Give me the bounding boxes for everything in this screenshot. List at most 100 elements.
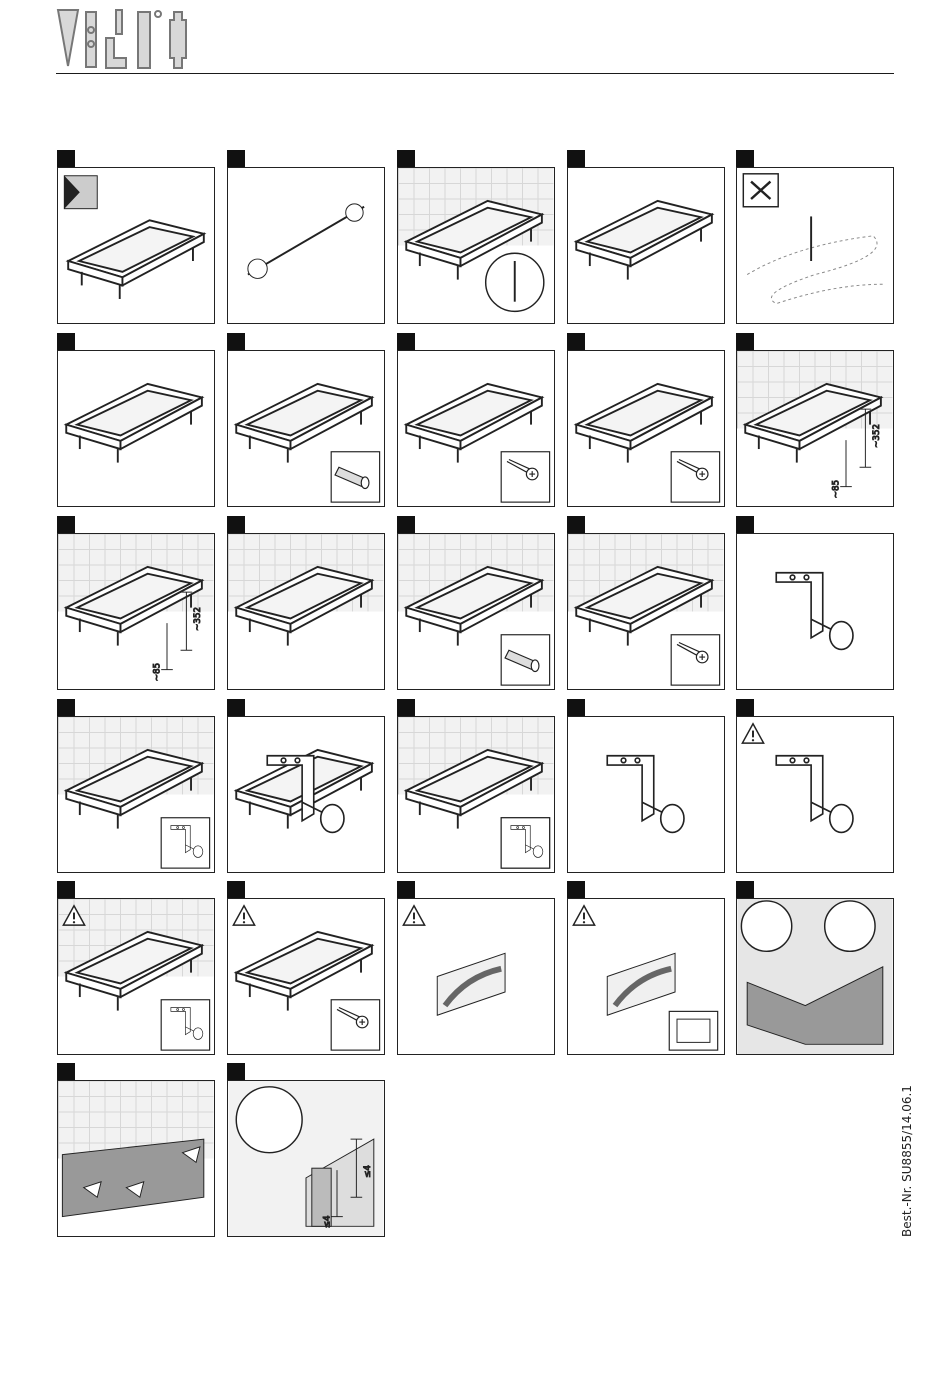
instruction-step <box>57 150 215 308</box>
instruction-step <box>736 516 894 674</box>
instruction-step <box>397 881 555 1039</box>
instruction-step: ~352 ~85 <box>57 516 215 674</box>
step-illustration-frame <box>57 716 215 873</box>
instruction-step <box>227 333 385 491</box>
step-illustration-frame <box>227 533 385 690</box>
screw-foot-illustration <box>398 351 554 506</box>
step-number-marker <box>397 881 415 899</box>
bathtub-overview-illustration <box>58 168 214 323</box>
step-illustration-frame <box>57 167 215 324</box>
step-illustration-frame <box>567 898 725 1055</box>
rods-fit-illustration <box>228 534 384 689</box>
tub-leg-measure-illustration <box>568 168 724 323</box>
step-number-marker <box>397 516 415 534</box>
frame-screws-illustration <box>568 534 724 689</box>
dimension-label: ≤4 <box>322 1215 332 1228</box>
instruction-step <box>397 150 555 308</box>
step-illustration-frame: ~352 ~85 <box>57 533 215 690</box>
villeroy-tools-logo-icon <box>58 10 186 68</box>
leg-rod-assembly-illustration <box>228 168 384 323</box>
step-number-marker <box>397 150 415 168</box>
wall-measure-tiles-illustration: ~352 ~85 <box>58 534 214 689</box>
step-number-marker <box>57 881 75 899</box>
no-drill-floor-heating-illustration <box>737 168 893 323</box>
warning-tub-illustration <box>58 899 214 1054</box>
step-number-marker <box>736 150 754 168</box>
step-illustration-frame <box>567 350 725 507</box>
instruction-step <box>227 150 385 308</box>
step-number-marker <box>57 1063 75 1081</box>
warning-panel-illustration <box>398 899 554 1054</box>
bracket-knob-illustration <box>228 717 384 872</box>
instruction-step <box>567 150 725 308</box>
step-illustration-frame <box>567 167 725 324</box>
step-illustration-frame <box>397 898 555 1055</box>
instruction-step <box>57 333 215 491</box>
step-illustration-frame <box>736 533 894 690</box>
panel-press-illustration <box>58 1081 214 1236</box>
step-number-marker <box>57 333 75 351</box>
step-illustration-frame <box>397 716 555 873</box>
warning-panel-open-illustration <box>568 899 724 1054</box>
frame-bracket-illustration <box>398 717 554 872</box>
dimension-label: ~352 <box>193 607 203 631</box>
panel-clips-illustration <box>737 899 893 1054</box>
step-illustration-frame <box>736 898 894 1055</box>
drill-floor-illustration <box>58 351 214 506</box>
instruction-step: ~352 ~85 <box>736 333 894 491</box>
step-number-marker <box>736 333 754 351</box>
dimension-label: ~85 <box>152 663 162 681</box>
wall-dowels-illustration <box>398 534 554 689</box>
step-number-marker <box>736 699 754 717</box>
step-number-marker <box>567 333 585 351</box>
header-rule <box>56 73 894 74</box>
step-number-marker <box>397 333 415 351</box>
instruction-step <box>567 881 725 1039</box>
step-illustration-frame <box>397 350 555 507</box>
order-number: Best.-Nr. SU8855/14.06.1 <box>900 1085 914 1237</box>
step-illustration-frame <box>736 167 894 324</box>
dowel-insert-illustration <box>228 351 384 506</box>
wall-bracket-illustration <box>737 534 893 689</box>
step-number-marker <box>397 699 415 717</box>
step-number-marker <box>227 699 245 717</box>
step-illustration-frame: ~352 ~85 <box>736 350 894 507</box>
step-illustration-frame <box>227 716 385 873</box>
step-number-marker <box>567 881 585 899</box>
order-number-block: Best.-Nr. SU8855/14.06.1 <box>900 1237 920 1377</box>
warning-screw-illustration <box>228 899 384 1054</box>
step-illustration-frame <box>397 167 555 324</box>
bracket-screw-illustration <box>568 717 724 872</box>
instruction-step <box>567 333 725 491</box>
step-number-marker <box>57 516 75 534</box>
instruction-step <box>227 516 385 674</box>
step-illustration-frame <box>227 350 385 507</box>
step-illustration-frame <box>567 716 725 873</box>
step-illustration-frame <box>736 716 894 873</box>
step-number-marker <box>57 699 75 717</box>
step-number-marker <box>567 699 585 717</box>
gap-detail-illustration: ≤4 ≤4 <box>228 1081 384 1236</box>
wall-measure-illustration: ~352 ~85 <box>737 351 893 506</box>
step-number-marker <box>227 516 245 534</box>
instruction-step <box>227 881 385 1039</box>
step-illustration-frame <box>397 533 555 690</box>
step-illustration-frame <box>567 533 725 690</box>
dimension-label: ~85 <box>831 480 841 498</box>
instruction-step <box>736 150 894 308</box>
screw-foot-2-illustration <box>568 351 724 506</box>
instruction-step <box>57 881 215 1039</box>
tub-legs-magnified-illustration <box>398 168 554 323</box>
step-illustration-frame <box>57 350 215 507</box>
instruction-step <box>736 881 894 1039</box>
dimension-label: ~352 <box>872 424 882 448</box>
instruction-step <box>397 333 555 491</box>
step-illustration-frame <box>227 167 385 324</box>
warning-bracket-illustration <box>737 717 893 872</box>
step-illustration-frame <box>57 1080 215 1237</box>
step-number-marker <box>567 150 585 168</box>
dimension-label: ≤4 <box>363 1165 373 1178</box>
step-number-marker <box>736 516 754 534</box>
instruction-step <box>397 516 555 674</box>
instruction-step <box>736 699 894 857</box>
